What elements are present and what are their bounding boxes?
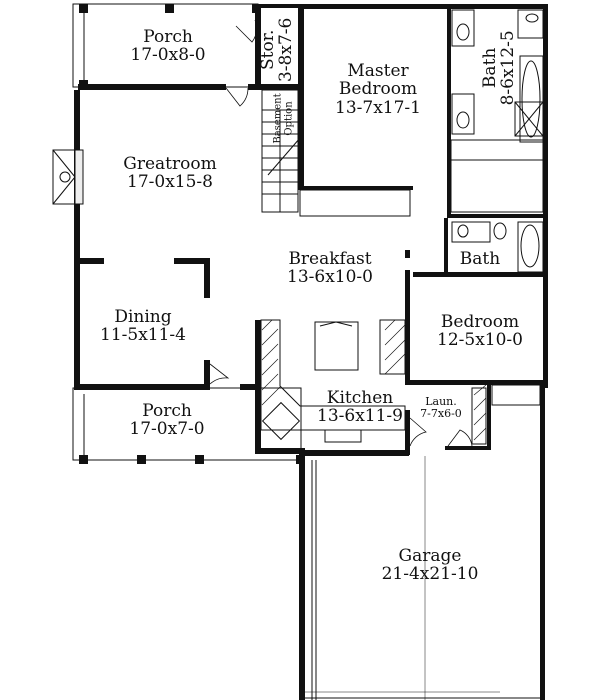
dining-label: Dining 11-5x11-4 <box>88 308 198 345</box>
kitchen-name: Kitchen <box>326 388 394 408</box>
porch-bottom-label: Porch 17-0x7-0 <box>112 402 222 439</box>
porch-bottom-name: Porch <box>142 401 192 421</box>
door-swings <box>209 19 473 447</box>
kitchen-dims: 13-6x11-9 <box>317 406 403 427</box>
master-bath-label: Bath 8-6x12-5 <box>480 18 518 118</box>
breakfast-dims: 13-6x10-0 <box>287 267 373 288</box>
porch-top-label: Porch 17-0x8-0 <box>118 28 218 65</box>
bath-fixtures <box>451 9 544 273</box>
master-bedroom-label: Master Bedroom 13-7x17-1 <box>318 62 438 117</box>
bath2-label: Bath <box>450 249 510 269</box>
dining-name: Dining <box>114 307 172 327</box>
dining-dims: 11-5x11-4 <box>100 325 186 346</box>
basement-line1: Basement <box>272 93 284 144</box>
greatroom-name: Greatroom <box>123 154 217 174</box>
breakfast-name: Breakfast <box>288 249 372 269</box>
bedroom-dims: 12-5x10-0 <box>437 330 523 351</box>
basement-stair <box>261 89 301 213</box>
laundry-name: Laun. <box>425 395 457 408</box>
master-bedroom-name: Master <box>347 61 409 81</box>
kitchen-counters <box>260 319 406 443</box>
breakfast-label: Breakfast 13-6x10-0 <box>270 250 390 287</box>
greatroom-label: Greatroom 17-0x15-8 <box>110 155 230 192</box>
garage-name: Garage <box>398 546 462 566</box>
master-bedroom-name2: Bedroom <box>338 79 418 100</box>
closets <box>299 139 544 406</box>
porch-top-dims: 17-0x8-0 <box>130 45 206 66</box>
laundry-dims: 7-7x6-0 <box>420 406 462 420</box>
counter-hatch <box>261 319 487 441</box>
basement-option-label: Basement Option <box>272 89 295 149</box>
storage-label: Stor. 3-8x7-6 <box>258 12 296 88</box>
bedroom-label: Bedroom 12-5x10-0 <box>420 313 540 350</box>
kitchen-label: Kitchen 13-6x11-9 <box>300 389 420 426</box>
laundry-label: Laun. 7-7x6-0 <box>408 396 474 420</box>
garage-lines <box>300 456 545 700</box>
garage-dims: 21-4x21-10 <box>381 564 479 585</box>
master-bath-dims: 8-6x12-5 <box>498 30 518 106</box>
porch-bottom-dims: 17-0x7-0 <box>129 419 205 440</box>
garage-label: Garage 21-4x21-10 <box>360 547 500 584</box>
laundry-appliances <box>471 387 487 445</box>
basement-line2: Option <box>283 101 294 136</box>
fireplace <box>52 149 84 205</box>
storage-dims: 3-8x7-6 <box>276 17 296 83</box>
master-bedroom-dims: 13-7x17-1 <box>335 97 421 118</box>
greatroom-dims: 17-0x15-8 <box>127 172 213 193</box>
walls <box>74 4 548 700</box>
bath2-name: Bath <box>459 249 501 269</box>
bedroom-name: Bedroom <box>440 312 520 332</box>
porch-top-name: Porch <box>143 27 193 47</box>
